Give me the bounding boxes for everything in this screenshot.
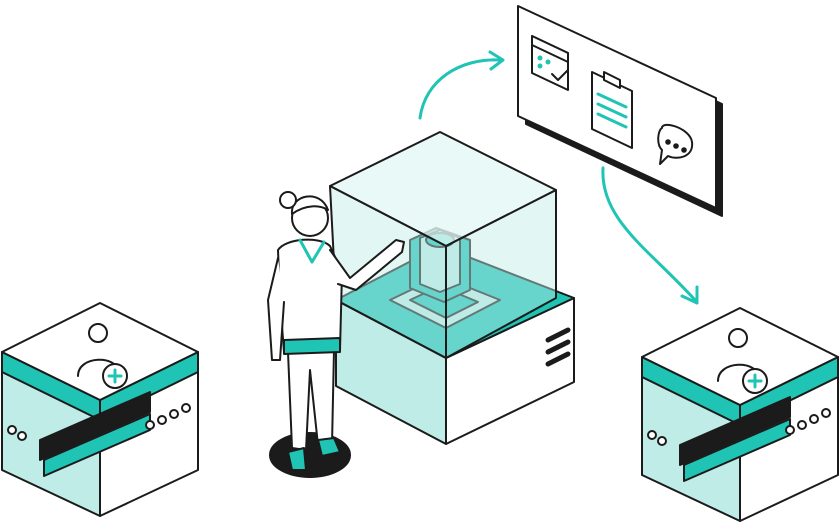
chat-bubble-icon	[657, 123, 694, 165]
info-panel	[517, 5, 723, 217]
person	[267, 191, 405, 478]
calendar-check-icon	[531, 35, 569, 91]
printer	[329, 131, 575, 445]
arrow-icon	[601, 166, 697, 302]
server-left	[1, 302, 199, 517]
user-plus-icon	[717, 328, 768, 394]
arrow-head	[488, 50, 505, 71]
user-plus-icon	[77, 323, 128, 389]
arrow-head	[680, 285, 699, 305]
clipboard-list-icon	[591, 71, 633, 149]
arrow-icon	[418, 58, 502, 120]
server-right	[641, 307, 839, 522]
